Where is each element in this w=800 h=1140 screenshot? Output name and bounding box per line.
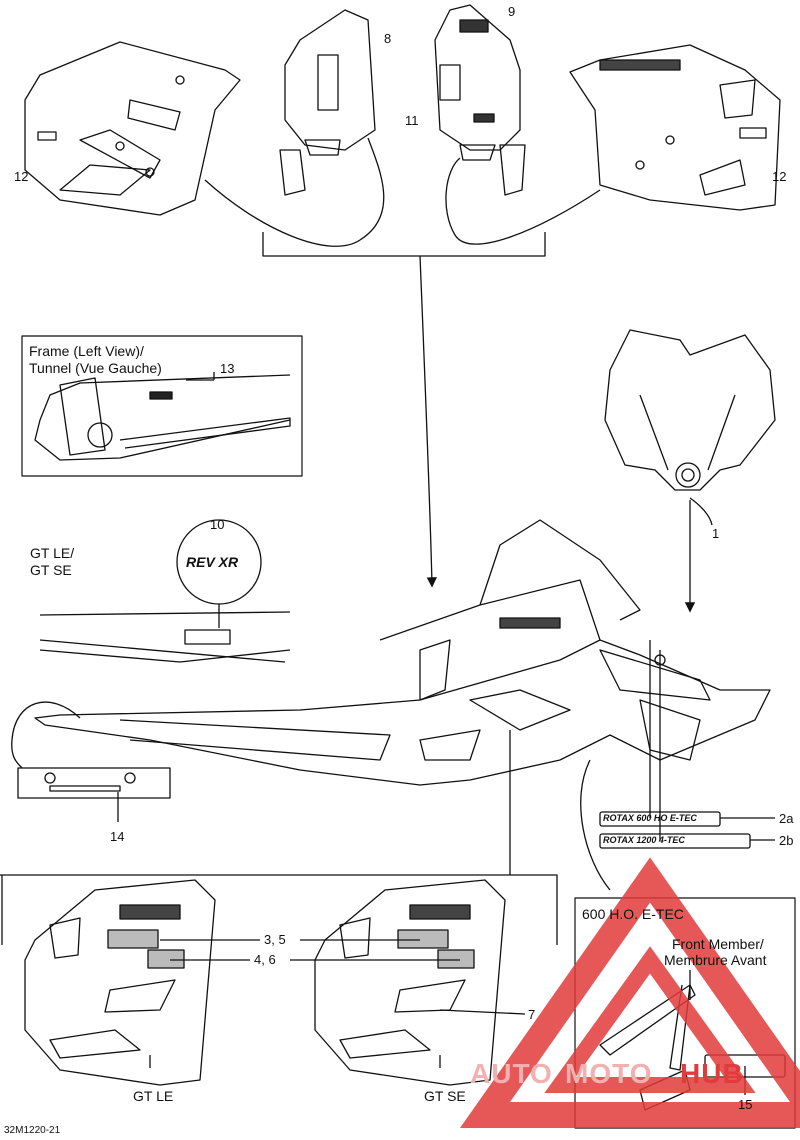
side-panel-top-center-left xyxy=(279,9,376,196)
side-panel-gt-le xyxy=(24,879,216,1086)
front-member-label-2: Membrure Avant xyxy=(664,952,767,968)
callout-3-5: 3, 5 xyxy=(264,932,286,947)
variant-gt-le: GT LE xyxy=(133,1088,174,1104)
callout-1: 1 xyxy=(712,526,720,541)
revxr-decal-text: REV XR xyxy=(186,554,239,570)
callout-2b: 2b xyxy=(779,833,794,848)
part-code: 32M1220-21 xyxy=(4,1125,61,1136)
watermark-text-c: HUB xyxy=(680,1058,744,1089)
rotax-600-decal: ROTAX 600 HO E-TEC xyxy=(603,813,697,823)
variant-gt-le-se-2: GT SE xyxy=(30,562,72,578)
watermark-logo xyxy=(459,857,800,1128)
variant-gt-le-se-1: GT LE/ xyxy=(30,545,75,561)
callout-15: 15 xyxy=(738,1097,753,1112)
frame-box-title-2: Tunnel (Vue Gauche) xyxy=(29,360,162,376)
side-panel-top-right xyxy=(569,44,781,211)
side-panel-gt-se xyxy=(314,879,506,1086)
callout-13: 13 xyxy=(220,361,235,376)
callout-14: 14 xyxy=(110,829,125,844)
watermark-text-b: MOTO xyxy=(565,1058,653,1089)
callout-7: 7 xyxy=(528,1007,536,1022)
callout-4-6: 4, 6 xyxy=(254,952,276,967)
frame-tunnel-drawing xyxy=(34,374,291,461)
callout-2a: 2a xyxy=(779,811,794,826)
rotax-1200-decal: ROTAX 1200 4-TEC xyxy=(603,835,685,845)
frame-box-title-1: Frame (Left View)/ xyxy=(29,343,144,359)
side-panel-top-center-right xyxy=(434,4,526,196)
variant-gt-se: GT SE xyxy=(424,1088,466,1104)
callout-12-left: 12 xyxy=(14,169,29,184)
hood-top-view xyxy=(604,329,776,491)
snowmobile-main xyxy=(34,519,771,786)
side-panel-top-left xyxy=(24,41,241,216)
callout-12-right: 12 xyxy=(772,169,787,184)
watermark-text-a: AUTO xyxy=(470,1058,553,1089)
callout-11: 11 xyxy=(405,113,419,128)
callout-9: 9 xyxy=(508,4,516,19)
gt-tunnel-strip xyxy=(39,611,291,663)
front-member-label-1: Front Member/ xyxy=(672,936,764,952)
engine-box-title: 600 H.O. E-TEC xyxy=(582,906,684,922)
callout-8: 8 xyxy=(384,31,392,46)
callout-10: 10 xyxy=(210,517,225,532)
